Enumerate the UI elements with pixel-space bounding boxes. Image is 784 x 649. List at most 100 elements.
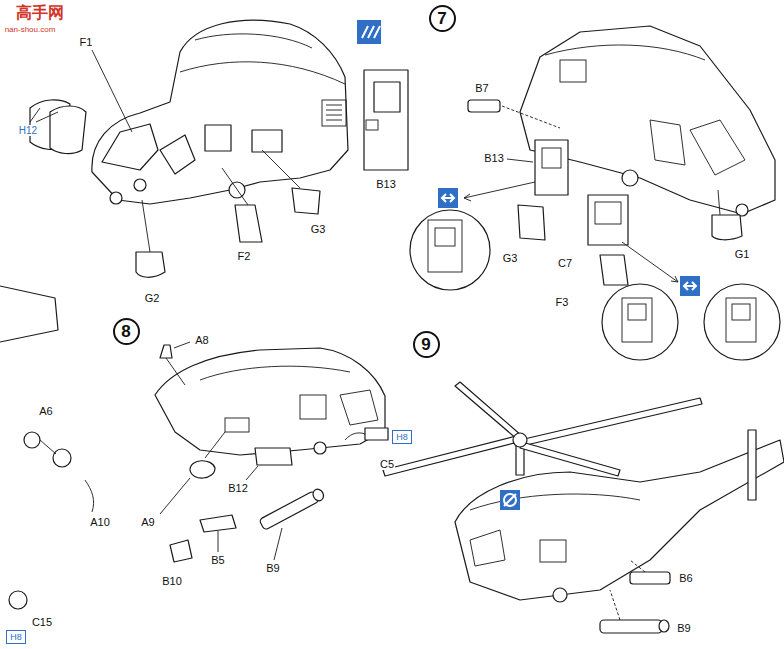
drawing-stroke <box>470 530 505 566</box>
drawing-stroke <box>748 430 756 500</box>
helicopter-drawing <box>92 20 348 204</box>
drawing-stroke <box>435 228 455 246</box>
part-number: B12 <box>227 482 249 494</box>
label-text: B13 <box>375 178 397 190</box>
drawing-stroke <box>650 120 685 165</box>
paint-code-box: H8 <box>392 430 412 444</box>
drawing-stroke <box>24 432 40 448</box>
drawing-stroke <box>340 390 378 425</box>
drawing-stroke <box>262 150 300 188</box>
drawing-stroke <box>85 480 94 512</box>
drawing-stroke <box>259 491 319 531</box>
drawing-stroke <box>218 531 219 552</box>
drawing-stroke <box>671 276 678 282</box>
label-text: G2 <box>144 292 161 304</box>
part-drawing <box>30 100 320 277</box>
drawing-stroke <box>520 26 775 214</box>
paint-code-text: H8 <box>396 433 408 442</box>
part-number: B9 <box>265 562 280 574</box>
drawing-stroke <box>92 50 132 132</box>
label-text: F3 <box>555 296 570 308</box>
label-text: B9 <box>676 622 691 634</box>
part-number: B9 <box>676 622 691 634</box>
part-number: G1 <box>734 248 751 260</box>
label-text: F1 <box>79 36 94 48</box>
drawing-stroke <box>160 345 172 358</box>
drawing-stroke <box>595 202 621 224</box>
part-number: B13 <box>483 152 505 164</box>
label-text: A9 <box>140 516 155 528</box>
drawing-stroke <box>507 159 533 162</box>
step-number: 8 <box>113 318 140 345</box>
drawing-stroke <box>520 398 702 446</box>
drawing-stroke <box>365 428 388 440</box>
drawing-stroke <box>684 282 696 290</box>
drawing-stroke <box>704 284 780 360</box>
drawing-stroke <box>736 204 748 216</box>
drawing-stroke <box>622 298 652 342</box>
drawing-stroke <box>364 70 408 170</box>
drawing-stroke <box>630 572 670 584</box>
drawing-stroke <box>274 528 282 560</box>
drawing-stroke <box>259 487 326 530</box>
label-text: C7 <box>557 257 573 269</box>
drawing-stroke <box>102 124 158 170</box>
helicopter-drawing <box>383 382 784 602</box>
drawing-stroke <box>92 20 348 204</box>
drawing-stroke <box>326 105 342 120</box>
part-number: A6 <box>38 405 53 417</box>
drawing-stroke <box>468 100 500 112</box>
part-number: C15 <box>31 616 53 628</box>
part-number: G3 <box>502 252 519 264</box>
drawing-stroke <box>726 298 756 342</box>
drawing-stroke <box>442 194 454 202</box>
detail-magnifier <box>410 210 780 360</box>
step-number: 9 <box>413 331 440 358</box>
drawing-stroke <box>455 382 522 440</box>
drawing-stroke <box>553 588 567 602</box>
drawing-stroke <box>602 284 678 360</box>
drawing-stroke <box>195 34 312 48</box>
label-text: G3 <box>502 252 519 264</box>
part-number: A10 <box>89 516 111 528</box>
drawing-stroke <box>255 448 292 465</box>
part-number: C5 <box>379 458 395 470</box>
drawing-stroke <box>180 62 345 84</box>
paint-code-box: H8 <box>6 630 26 644</box>
drawing-stroke <box>513 433 527 447</box>
drawing-stroke <box>588 195 628 245</box>
label-text: 高手网 <box>15 4 65 21</box>
drawing-stroke <box>200 366 350 380</box>
drawing-stroke <box>560 60 586 82</box>
drawing-stroke <box>225 418 249 432</box>
label-text: B5 <box>210 554 225 566</box>
drawing-stroke <box>630 560 645 572</box>
drawing-stroke <box>0 286 58 342</box>
part-number: G2 <box>144 292 161 304</box>
helicopter-drawing <box>0 286 385 455</box>
part-number: F1 <box>79 36 94 48</box>
drawing-stroke <box>160 135 195 174</box>
drawing-stroke <box>374 82 400 112</box>
drawing-stroke <box>410 210 490 290</box>
label-text: C5 <box>379 458 395 470</box>
drawing-stroke <box>502 106 560 128</box>
drawing-stroke <box>9 591 27 609</box>
step-number-text: 8 <box>121 323 130 340</box>
label-text: B13 <box>483 152 505 164</box>
drawing-stroke <box>464 182 535 198</box>
drawing-stroke <box>504 494 516 506</box>
drawing-stroke <box>235 205 262 242</box>
part-number: B7 <box>474 82 489 94</box>
drawing-stroke <box>200 515 236 532</box>
drawing-stroke <box>680 276 700 296</box>
drawing-stroke <box>622 170 638 186</box>
drawing-stroke <box>366 120 378 130</box>
drawing-stroke <box>322 100 346 126</box>
step-number-text: 9 <box>421 336 430 353</box>
drawing-stroke <box>36 112 58 122</box>
drawing-stroke <box>504 494 516 506</box>
drawing-stroke <box>535 140 568 195</box>
step-number-text: 7 <box>437 10 446 27</box>
